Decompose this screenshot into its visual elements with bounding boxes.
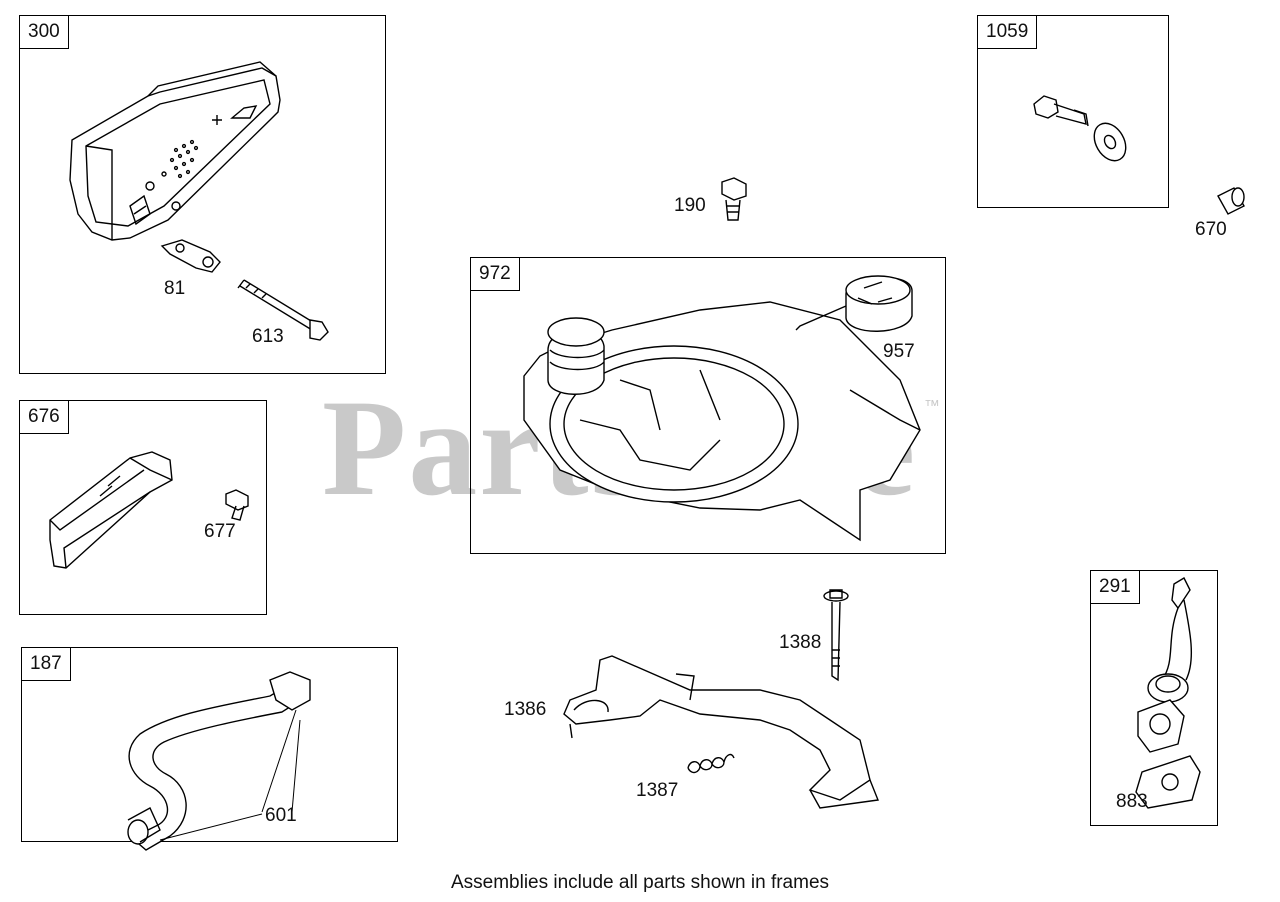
assembly-frame-1059: 1059	[977, 15, 1169, 208]
callout-1388[interactable]: 1388	[779, 632, 822, 653]
callout-613[interactable]: 613	[252, 326, 284, 347]
diagram-caption: Assemblies include all parts shown in fr…	[450, 872, 830, 893]
frame-number-1059[interactable]: 1059	[977, 15, 1038, 49]
screw-icon[interactable]	[722, 178, 746, 220]
callout-1386[interactable]: 1386	[504, 699, 547, 720]
primer-icon[interactable]	[1138, 578, 1191, 752]
assembly-frame-291: 291	[1090, 570, 1218, 826]
assembly-frame-972: 972	[470, 257, 946, 554]
muffler-icon[interactable]	[70, 62, 280, 240]
bolt-icon[interactable]	[824, 590, 848, 680]
frame-number-187[interactable]: 187	[21, 647, 71, 681]
assembly-frame-300: 300	[19, 15, 386, 374]
bolt-icon[interactable]	[238, 280, 328, 340]
callout-190[interactable]: 190	[674, 195, 706, 216]
washer-icon[interactable]	[1088, 118, 1132, 167]
fuel-tank-icon[interactable]	[524, 302, 920, 540]
heat-shield-icon[interactable]	[50, 452, 172, 568]
callout-601[interactable]: 601	[265, 805, 297, 826]
callout-883[interactable]: 883	[1116, 791, 1148, 812]
fuel-hose-icon[interactable]	[128, 672, 310, 850]
callout-957[interactable]: 957	[883, 341, 915, 362]
callout-81[interactable]: 81	[164, 278, 186, 299]
gasket-icon[interactable]	[1136, 756, 1200, 808]
callout-1387[interactable]: 1387	[636, 780, 679, 801]
screw-icon[interactable]	[226, 490, 248, 520]
fuel-cap-icon[interactable]	[796, 276, 912, 331]
gasket-icon[interactable]	[162, 240, 220, 272]
governor-lever-icon[interactable]	[564, 656, 878, 808]
shoulder-bolt-icon[interactable]	[1034, 96, 1088, 126]
frame-number-676[interactable]: 676	[19, 400, 69, 434]
frame-number-972[interactable]: 972	[470, 257, 520, 291]
callout-670[interactable]: 670	[1195, 219, 1227, 240]
trademark-mark: ™	[924, 398, 940, 415]
assembly-frame-187: 187	[21, 647, 398, 842]
spring-icon[interactable]	[688, 755, 734, 773]
callout-677[interactable]: 677	[204, 521, 236, 542]
spacer-icon[interactable]	[1218, 188, 1244, 214]
frame-number-300[interactable]: 300	[19, 15, 69, 49]
assembly-frame-676: 676	[19, 400, 267, 615]
frame-number-291[interactable]: 291	[1090, 570, 1140, 604]
callout-leaders	[160, 710, 300, 840]
